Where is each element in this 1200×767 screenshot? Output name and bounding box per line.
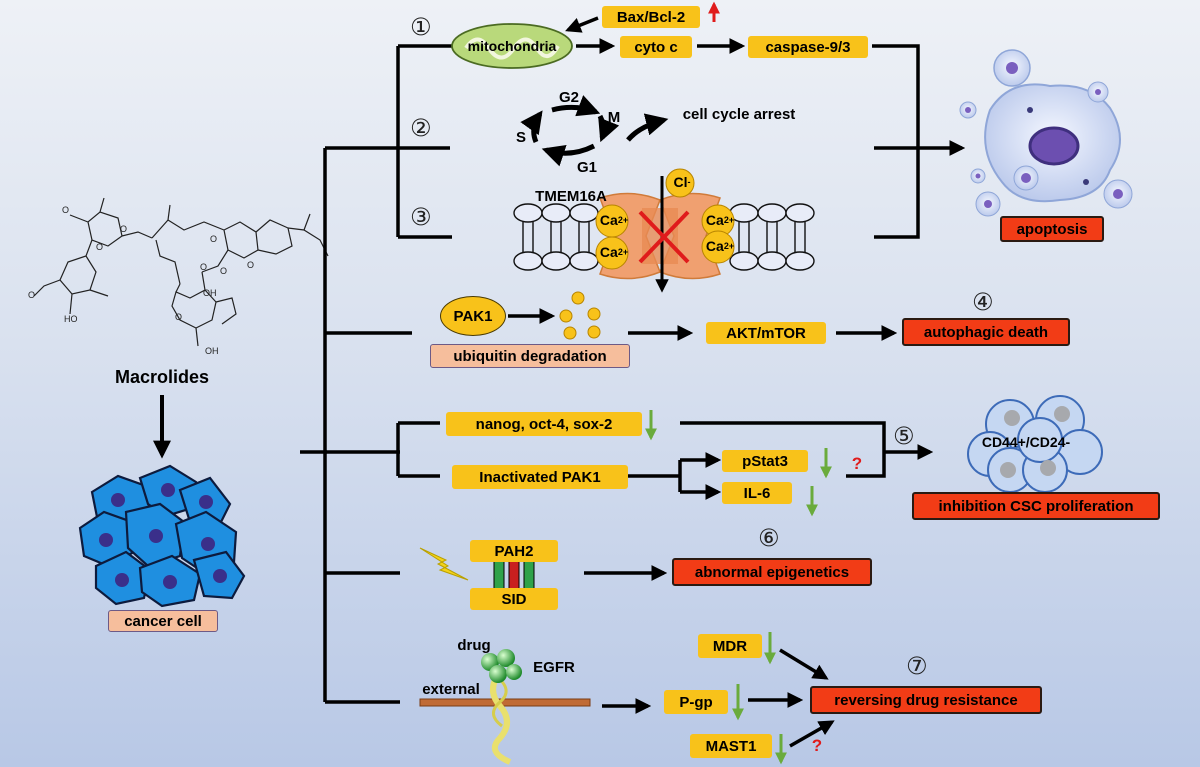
path5-graphics [628, 444, 934, 500]
pstat3-box: pStat3 [722, 450, 808, 472]
ca-charge: 2+ [617, 247, 629, 257]
apoptotic-cell-illustration [959, 49, 1133, 217]
pak1-oval: PAK1 [440, 296, 506, 336]
cancer-cell-nuclei [99, 483, 227, 589]
ca-ion-circles [595, 168, 735, 270]
pgp-box: P-gp [664, 690, 728, 714]
phase-g1: G1 [576, 158, 597, 176]
cell-cycle-arrows [520, 95, 669, 167]
ca-text: Ca [705, 238, 724, 254]
abnormal-epigenetics-box: abnormal epigenetics [672, 558, 872, 586]
cl-ion-label: Cl- [668, 172, 696, 192]
bax-bcl2-box: Bax/Bcl-2 [602, 6, 700, 28]
green-down-arrows [645, 410, 832, 765]
cancer-cell-label: cancer cell [108, 610, 218, 632]
block-x-icon [638, 210, 690, 264]
mitochondria-graphic [451, 23, 573, 69]
ca-text: Ca [705, 212, 724, 228]
cyto-c-box: cyto c [620, 36, 692, 58]
phase-m: M [607, 108, 621, 126]
caspase-box: caspase-9/3 [748, 36, 868, 58]
akt-mtor-box: AKT/mTOR [706, 322, 826, 344]
csc-nuclei [1000, 406, 1070, 478]
cell-cycle-arrest-label: cell cycle arrest [682, 105, 796, 123]
pah2-box: PAH2 [470, 540, 558, 562]
branch-tree [300, 44, 920, 704]
marker-3: ③ [410, 203, 432, 231]
unknown-mark-1: ? [851, 454, 863, 473]
marker-7: ⑦ [906, 652, 928, 680]
ca-text: Ca [599, 212, 618, 228]
inhibition-csc-box: inhibition CSC proliferation [912, 492, 1160, 520]
inactivated-pak1-box: Inactivated PAK1 [452, 465, 628, 489]
marker-4: ④ [972, 288, 994, 316]
svg-text:O: O [200, 262, 207, 272]
unknown-mark-2: ? [811, 736, 823, 755]
ca-charge: 2+ [617, 215, 629, 225]
egfr-label: EGFR [533, 658, 575, 676]
svg-text:OH: OH [205, 346, 219, 356]
ca-charge: 2+ [723, 241, 735, 251]
nanog-box: nanog, oct-4, sox-2 [446, 412, 642, 436]
tmem16a-label: TMEM16A [535, 187, 607, 205]
marker-2: ② [410, 114, 432, 142]
cl-text: Cl [673, 174, 688, 190]
path1-arrows [565, 16, 746, 54]
phase-g2: G2 [558, 88, 579, 106]
apoptosis-box: apoptosis [1000, 216, 1104, 242]
svg-text:O: O [120, 224, 127, 234]
path7-graphics [419, 648, 835, 765]
svg-text:O: O [28, 290, 35, 300]
macrolides-title: Macrolides [114, 366, 210, 387]
cell-membrane [513, 203, 815, 271]
marker-6: ⑥ [758, 524, 780, 552]
ca-charge: 2+ [723, 215, 735, 225]
svg-text:O: O [220, 266, 227, 276]
svg-text:O: O [62, 205, 69, 215]
marker-1: ① [410, 13, 432, 41]
ubiquitin-degradation-box: ubiquitin degradation [430, 344, 630, 368]
svg-text:O: O [175, 312, 182, 322]
mitochondria-label: mitochondria [467, 38, 557, 54]
mast1-box: MAST1 [690, 734, 772, 758]
drug-label: drug [457, 636, 491, 654]
external-label: external [422, 680, 480, 698]
macrolide-structure [33, 197, 329, 347]
reversing-drug-resistance-box: reversing drug resistance [810, 686, 1042, 714]
cd44-cd24-label: CD44+/CD24- [981, 434, 1071, 450]
ca-text: Ca [599, 244, 618, 260]
svg-text:OH: OH [203, 288, 217, 298]
path4-graphics [508, 291, 898, 341]
sid-box: SID [470, 588, 558, 610]
svg-text:O: O [210, 234, 217, 244]
il6-box: IL-6 [722, 482, 792, 504]
mdr-box: MDR [698, 634, 762, 658]
svg-text:HO: HO [64, 314, 78, 324]
autophagic-death-box: autophagic death [902, 318, 1070, 346]
csc-cluster [967, 395, 1103, 493]
phase-s: S [515, 128, 526, 146]
marker-5: ⑤ [893, 422, 915, 450]
drug-molecules [481, 649, 522, 683]
svg-text:O: O [96, 242, 103, 252]
cl-charge: - [687, 177, 691, 187]
svg-text:O: O [247, 260, 254, 270]
